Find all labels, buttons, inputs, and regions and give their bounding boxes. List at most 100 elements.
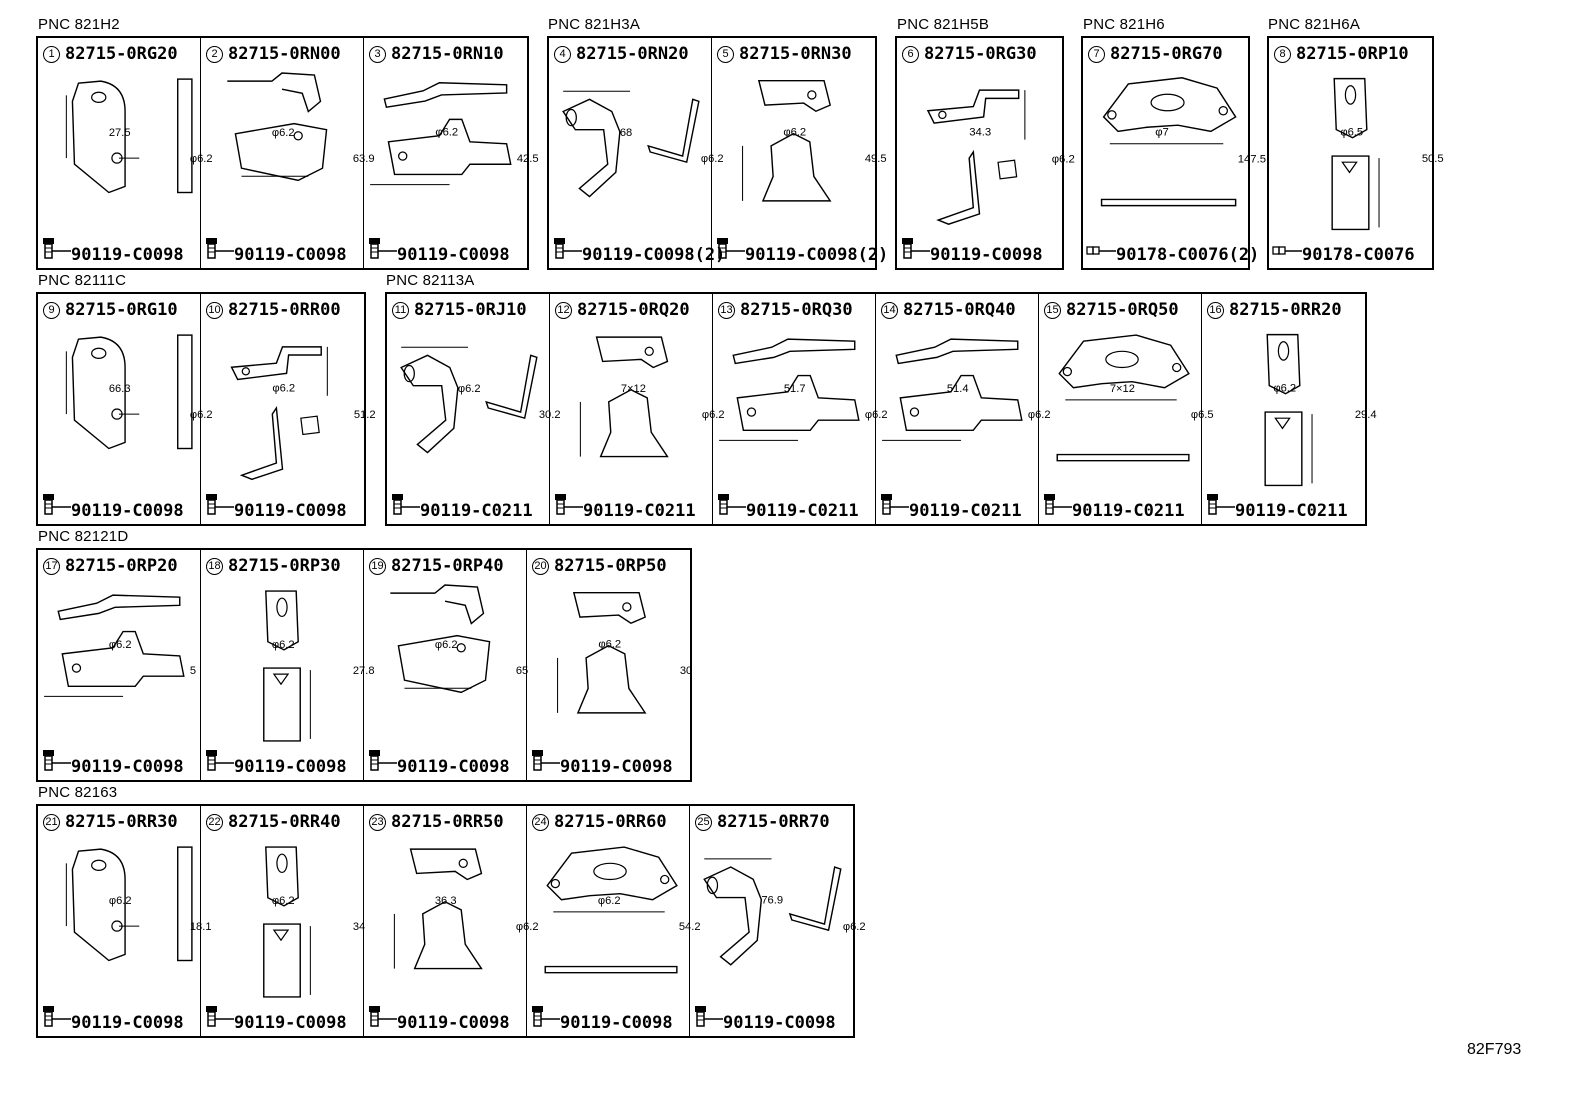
fastener-part-number[interactable]: 90119-C0098: [397, 1013, 510, 1033]
part-number[interactable]: 82715-0RJ10: [414, 300, 527, 320]
fastener-part-number[interactable]: 90119-C0211: [909, 501, 1022, 521]
bolt-icon: [204, 749, 234, 776]
pnc-label: PNC 821H5B: [897, 16, 990, 33]
part-number[interactable]: 82715-0RQ20: [577, 300, 690, 320]
fastener-part-number[interactable]: 90119-C0098: [234, 501, 347, 521]
fastener-part-number[interactable]: 90119-C0211: [1072, 501, 1185, 521]
fastener-part-number[interactable]: 90119-C0098: [397, 757, 510, 777]
part-number[interactable]: 82715-0RN20: [576, 44, 689, 64]
fastener-part-number[interactable]: 90119-C0098(2): [582, 245, 726, 265]
fastener-part-number[interactable]: 90119-C0098: [71, 757, 184, 777]
part-number[interactable]: 82715-0RR30: [65, 812, 178, 832]
fastener-part-number[interactable]: 90119-C0098(2): [745, 245, 889, 265]
fastener-part-number[interactable]: 90119-C0211: [420, 501, 533, 521]
part-number[interactable]: 82715-0RN10: [391, 44, 504, 64]
part-number[interactable]: 82715-0RQ30: [740, 300, 853, 320]
bracket-illustration: [230, 346, 328, 481]
dimension-label: φ6.2: [272, 383, 295, 395]
part-number[interactable]: 82715-0RG10: [65, 300, 178, 320]
dimension-label: 18.1: [190, 921, 212, 933]
callout-number: 14: [881, 301, 898, 319]
part-number[interactable]: 82715-0RP20: [65, 556, 178, 576]
part-number[interactable]: 82715-0RP50: [554, 556, 667, 576]
fastener-part-number[interactable]: 90119-C0098: [234, 245, 347, 265]
fastener-part-number[interactable]: 90178-C0076: [1302, 245, 1415, 265]
part-number[interactable]: 82715-0RG20: [65, 44, 178, 64]
fastener-part-number[interactable]: 90119-C0098: [71, 245, 184, 265]
part-header: 16 82715-0RR20: [1207, 300, 1342, 320]
part-number[interactable]: 82715-0RQ50: [1066, 300, 1179, 320]
bolt-icon: [693, 1005, 723, 1032]
callout-number: 4: [554, 45, 571, 63]
part-number[interactable]: 82715-0RR70: [717, 812, 830, 832]
fastener-part-number[interactable]: 90119-C0098: [397, 245, 510, 265]
dimension-label: φ6.2: [109, 639, 132, 651]
part-number[interactable]: 82715-0RP10: [1296, 44, 1409, 64]
part-number[interactable]: 82715-0RP30: [228, 556, 341, 576]
fastener-part-number[interactable]: 90119-C0098: [930, 245, 1043, 265]
fastener-part-number[interactable]: 90119-C0098: [560, 1013, 673, 1033]
part-number[interactable]: 82715-0RR40: [228, 812, 341, 832]
part-number[interactable]: 82715-0RP40: [391, 556, 504, 576]
fastener-part-number[interactable]: 90119-C0211: [1235, 501, 1348, 521]
part-header: 20 82715-0RP50: [532, 556, 667, 576]
fastener-part-number[interactable]: 90178-C0076(2): [1116, 245, 1260, 265]
dimension-label: φ6.2: [516, 921, 539, 933]
part-number[interactable]: 82715-0RR20: [1229, 300, 1342, 320]
fastener-part-number[interactable]: 90119-C0098: [71, 501, 184, 521]
fastener-part-number[interactable]: 90119-C0098: [723, 1013, 836, 1033]
part-number[interactable]: 82715-0RN00: [228, 44, 341, 64]
part-number[interactable]: 82715-0RG70: [1110, 44, 1223, 64]
bolt-icon: [716, 493, 746, 520]
part-number[interactable]: 82715-0RN30: [739, 44, 852, 64]
part-number[interactable]: 82715-0RR50: [391, 812, 504, 832]
part-number[interactable]: 82715-0RR60: [554, 812, 667, 832]
dimension-label: 27.5: [109, 127, 131, 139]
part-number[interactable]: 82715-0RQ40: [903, 300, 1016, 320]
fastener-part-number[interactable]: 90119-C0211: [583, 501, 696, 521]
fastener-part-number[interactable]: 90119-C0098: [234, 1013, 347, 1033]
fastener-part-number[interactable]: 90119-C0098: [71, 1013, 184, 1033]
bolt-icon: [553, 493, 583, 520]
dimension-label: 7×12: [1110, 383, 1135, 395]
pnc-label: PNC 821H3A: [548, 16, 641, 33]
dimension-label: 51.7: [784, 383, 806, 395]
fastener-part-number[interactable]: 90119-C0211: [746, 501, 859, 521]
dimension-label: 51.2: [354, 409, 376, 421]
fastener-part-number[interactable]: 90119-C0098: [560, 757, 673, 777]
fastener-part-number[interactable]: 90119-C0098: [234, 757, 347, 777]
part-number[interactable]: 82715-0RG30: [924, 44, 1037, 64]
part-header: 5 82715-0RN30: [717, 44, 852, 64]
bolt-icon: [552, 237, 582, 264]
part-number[interactable]: 82715-0RR00: [228, 300, 341, 320]
